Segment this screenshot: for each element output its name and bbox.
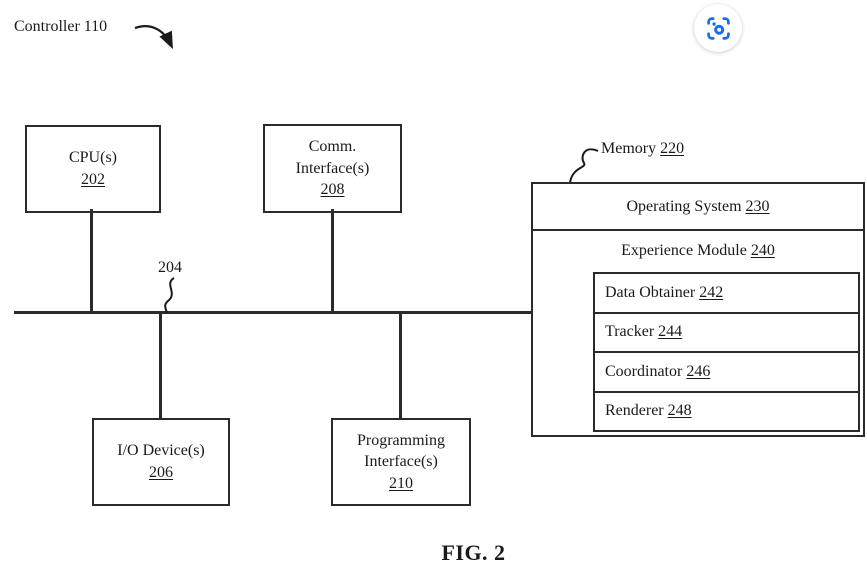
io-box-ref: 206: [148, 464, 173, 481]
cpu-box-ref: 202: [80, 171, 105, 188]
io-devices-box: I/O Device(s) 206: [92, 418, 230, 506]
submodule-label: Renderer: [605, 402, 664, 420]
programming-interfaces-box: Programming Interface(s) 210: [331, 418, 471, 506]
comm-box-ref: 208: [320, 181, 345, 199]
controller-arrow-icon: [134, 25, 173, 50]
controller-label: Controller 110: [14, 18, 107, 36]
programming-box-label-line2: Interface(s): [364, 453, 438, 471]
experience-module-label: Experience Module: [621, 242, 747, 259]
programming-box-ref: 210: [389, 474, 413, 492]
memory-leader-squiggle: [569, 148, 599, 184]
experience-module-row: Experience Module 240: [533, 231, 863, 271]
figure-caption: FIG. 2: [386, 540, 561, 566]
memory-box: Operating System 230 Experience Module 2…: [531, 182, 865, 437]
bus-leader-squiggle: [164, 277, 175, 314]
bus-ref-label: 204: [158, 259, 182, 277]
operating-system-row: Operating System 230: [533, 184, 863, 231]
comm-box-label-line2: Interface(s): [295, 159, 370, 177]
memory-label: Memory 220: [601, 140, 684, 158]
submodule-row-tracker: Tracker 244: [595, 314, 858, 353]
submodule-label: Coordinator: [605, 362, 683, 380]
cpu-box: CPU(s) 202: [25, 125, 161, 213]
submodule-row-data-obtainer: Data Obtainer 242: [595, 274, 858, 314]
memory-label-text: Memory: [601, 140, 657, 157]
image-search-lens-icon: [706, 16, 730, 40]
experience-module-ref: 240: [750, 242, 775, 259]
submodule-label: Data Obtainer: [605, 283, 696, 301]
bus-ref-text: 204: [158, 259, 182, 276]
memory-ref: 220: [660, 140, 685, 157]
cpu-box-label: CPU(s): [68, 149, 117, 167]
os-label: Operating System: [626, 197, 742, 215]
io-bus-connector: [159, 313, 162, 418]
submodule-ref: 248: [667, 402, 692, 420]
os-ref: 230: [745, 197, 770, 215]
comm-bus-connector: [331, 209, 334, 312]
submodule-label: Tracker: [605, 323, 655, 341]
cpu-bus-connector: [90, 209, 93, 312]
submodule-ref: 246: [686, 362, 711, 380]
submodule-row-coordinator: Coordinator 246: [595, 353, 858, 393]
submodule-ref: 242: [699, 283, 724, 301]
image-search-button[interactable]: [694, 4, 742, 52]
programming-box-label-line1: Programming: [357, 431, 445, 449]
submodule-ref: 244: [658, 323, 683, 341]
comm-box-label-line1: Comm.: [308, 138, 357, 156]
experience-module-submodules-box: Data Obtainer 242 Tracker 244 Coordinato…: [593, 272, 860, 432]
programming-bus-connector: [399, 313, 402, 418]
bus-line: [14, 311, 533, 314]
comm-interfaces-box: Comm. Interface(s) 208: [263, 124, 402, 213]
io-box-label: I/O Device(s): [117, 442, 205, 460]
figure-caption-text: FIG. 2: [441, 540, 506, 565]
controller-label-text: Controller 110: [14, 18, 108, 35]
submodule-row-renderer: Renderer 248: [595, 393, 858, 431]
